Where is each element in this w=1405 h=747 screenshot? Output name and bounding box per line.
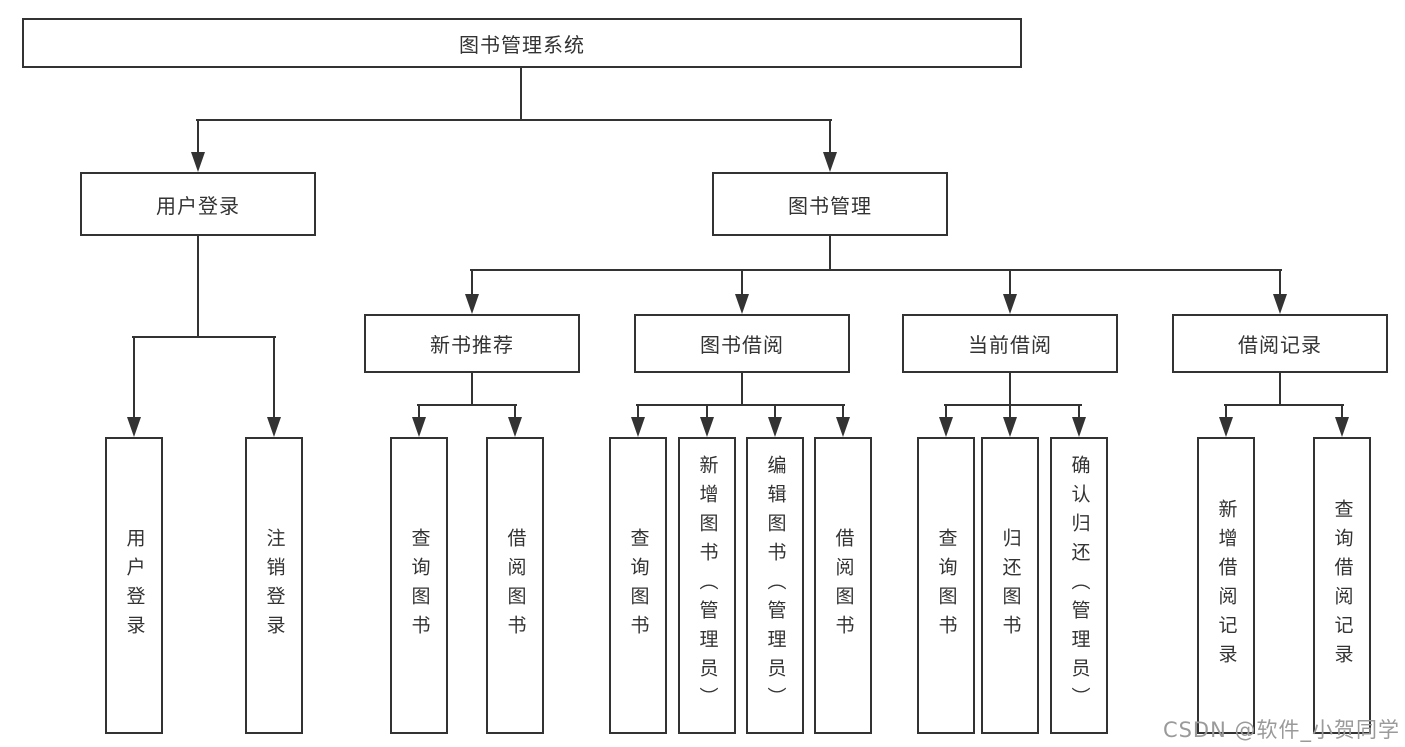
arrow-down-icon xyxy=(768,417,782,437)
arrow-down-icon xyxy=(1335,417,1349,437)
connector-paths xyxy=(132,67,1344,422)
leaf-recommend-borrow-books-label: 借阅图书 xyxy=(504,527,527,644)
node-current-borrow: 当前借阅 xyxy=(902,314,1118,373)
arrow-down-icon xyxy=(1072,417,1086,437)
leaf-borrow-add-books-admin: 新增图书（管理员） xyxy=(678,437,736,734)
leaf-borrow-borrow-books-label: 借阅图书 xyxy=(832,527,855,644)
leaf-records-add-record: 新增借阅记录 xyxy=(1197,437,1255,734)
arrow-down-icon xyxy=(127,417,141,437)
leaf-records-query-record-label: 查询借阅记录 xyxy=(1331,498,1354,673)
arrow-down-icon xyxy=(508,417,522,437)
leaf-current-query-books: 查询图书 xyxy=(917,437,975,734)
arrow-down-icon xyxy=(465,294,479,314)
leaf-borrow-add-books-admin-label: 新增图书（管理员） xyxy=(696,455,719,716)
connector-recommend-children xyxy=(417,372,517,422)
node-book-borrow: 图书借阅 xyxy=(634,314,850,373)
arrow-down-icon xyxy=(1219,417,1233,437)
connector-book-management-children xyxy=(470,235,1282,299)
leaf-borrow-borrow-books: 借阅图书 xyxy=(814,437,872,734)
arrow-down-icon xyxy=(412,417,426,437)
node-user-login: 用户登录 xyxy=(80,172,316,236)
arrow-down-icon xyxy=(735,294,749,314)
leaf-borrow-query-books: 查询图书 xyxy=(609,437,667,734)
node-new-book-recommend: 新书推荐 xyxy=(364,314,580,373)
connector-root-to-level2 xyxy=(196,67,832,157)
leaf-user-login: 用户登录 xyxy=(105,437,163,734)
leaf-recommend-borrow-books: 借阅图书 xyxy=(486,437,544,734)
arrow-down-icon xyxy=(267,417,281,437)
arrow-down-icon xyxy=(700,417,714,437)
connector-borrow-children xyxy=(636,372,845,422)
csdn-watermark: CSDN @软件_小贺同学 xyxy=(1162,718,1400,742)
leaf-borrow-edit-books-admin: 编辑图书（管理员） xyxy=(746,437,804,734)
leaf-borrow-edit-books-admin-label: 编辑图书（管理员） xyxy=(764,455,787,716)
arrow-down-icon xyxy=(836,417,850,437)
connector-records-children xyxy=(1224,372,1344,422)
connector-user-login-children xyxy=(132,235,276,422)
leaf-user-login-label: 用户登录 xyxy=(123,527,146,644)
node-borrow-records: 借阅记录 xyxy=(1172,314,1388,373)
leaf-records-add-record-label: 新增借阅记录 xyxy=(1215,498,1238,673)
arrow-down-icon xyxy=(1003,417,1017,437)
arrow-down-icon xyxy=(191,152,205,172)
leaf-current-return-books: 归还图书 xyxy=(981,437,1039,734)
leaf-recommend-query-books: 查询图书 xyxy=(390,437,448,734)
arrow-down-icon xyxy=(1273,294,1287,314)
arrow-down-icon xyxy=(631,417,645,437)
arrowheads xyxy=(127,152,1349,437)
arrow-down-icon xyxy=(939,417,953,437)
node-root: 图书管理系统 xyxy=(22,18,1022,68)
leaf-recommend-query-books-label: 查询图书 xyxy=(408,527,431,644)
leaf-current-return-books-label: 归还图书 xyxy=(999,527,1022,644)
leaf-current-confirm-return-admin: 确认归还（管理员） xyxy=(1050,437,1108,734)
leaf-borrow-query-books-label: 查询图书 xyxy=(627,527,650,644)
connector-current-children xyxy=(944,372,1082,422)
arrow-down-icon xyxy=(823,152,837,172)
leaf-logout-label: 注销登录 xyxy=(263,527,286,644)
node-book-management: 图书管理 xyxy=(712,172,948,236)
leaf-records-query-record: 查询借阅记录 xyxy=(1313,437,1371,734)
leaf-current-confirm-return-admin-label: 确认归还（管理员） xyxy=(1068,455,1091,716)
leaf-current-query-books-label: 查询图书 xyxy=(935,527,958,644)
leaf-logout: 注销登录 xyxy=(245,437,303,734)
arrow-down-icon xyxy=(1003,294,1017,314)
